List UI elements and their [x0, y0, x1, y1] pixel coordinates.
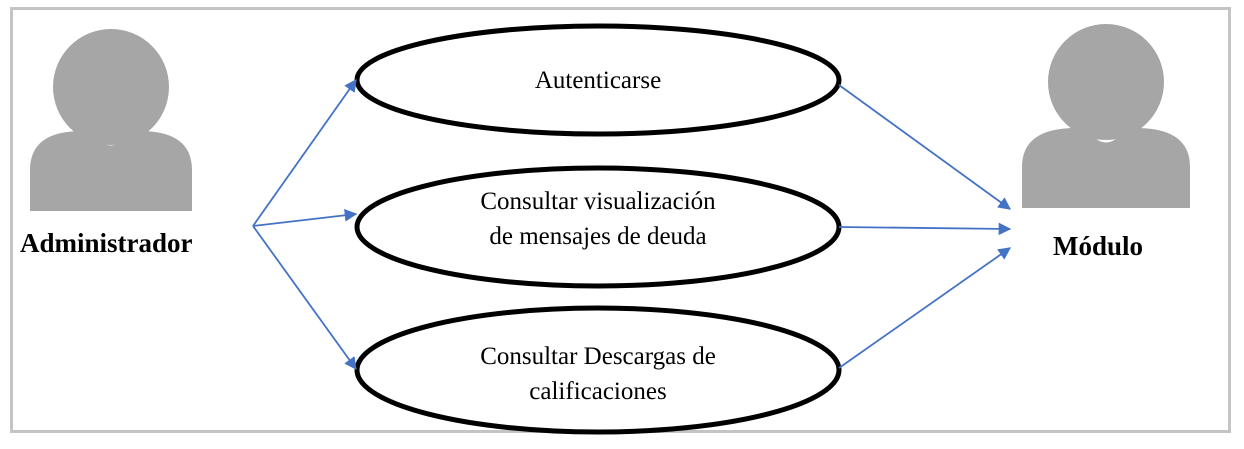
- arrow-admin-to-descargas: [252, 225, 357, 371]
- use-case-line: calificaciones: [529, 378, 667, 405]
- arrow-visualizacion-to-modulo: [838, 222, 1012, 236]
- arrow-admin-to-autenticarse: [252, 78, 357, 227]
- administrador-label: Administrador: [20, 228, 193, 258]
- use-case-line: Consultar visualización: [480, 188, 716, 215]
- arrow-descargas-to-modulo: [838, 247, 1012, 369]
- use-case-consultar-descargas: [354, 305, 842, 435]
- administrador-actor-icon: [30, 29, 192, 211]
- use-case-line: de mensajes de deuda: [489, 223, 707, 250]
- use-case-line: Autenticarse: [534, 67, 662, 94]
- modulo-label: Módulo: [1053, 231, 1144, 261]
- arrow-admin-to-visualizacion: [252, 209, 358, 227]
- use-case-visualizacion-text: Consultar visualización de mensajes de d…: [398, 184, 798, 254]
- modulo-actor-icon: [1022, 24, 1190, 208]
- use-case-autenticarse: [354, 23, 842, 137]
- use-case-line: Consultar Descargas de: [480, 343, 716, 370]
- arrow-autenticarse-to-modulo: [838, 84, 1012, 210]
- use-case-descargas-text: Consultar Descargas de calificaciones: [398, 339, 798, 409]
- use-case-autenticarse-text: Autenticarse: [398, 63, 798, 98]
